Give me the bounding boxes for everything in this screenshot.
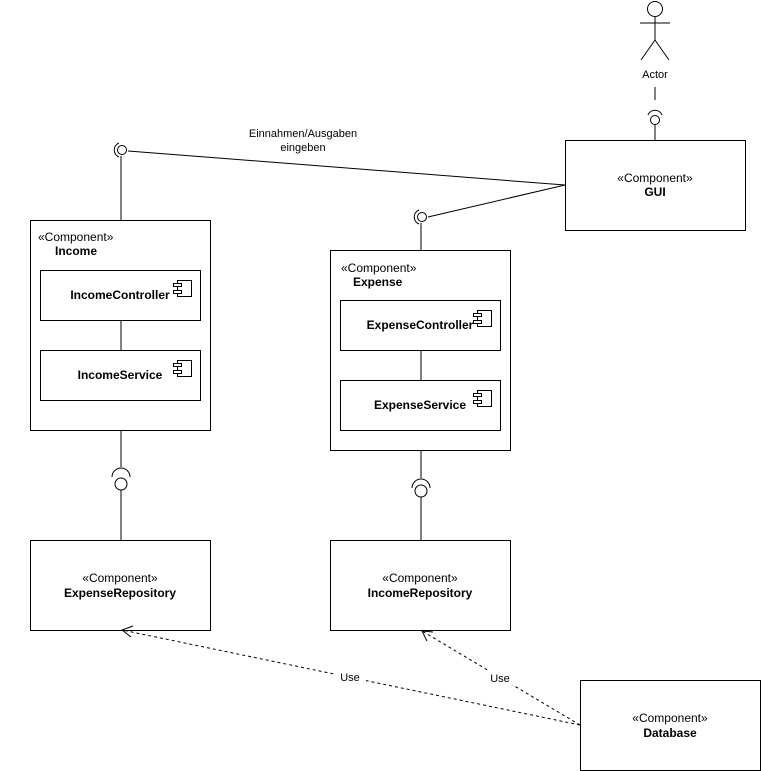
use-dependency-left (120, 625, 581, 726)
expense-repository-name: ExpenseRepository (64, 586, 176, 600)
income-service-component[interactable]: IncomeService (40, 350, 201, 401)
gui-to-income-connector (127, 150, 566, 186)
expense-repository-stereotype: «Component» (82, 571, 158, 585)
income-service-label: IncomeService (78, 368, 163, 382)
database-stereotype: «Component» (632, 711, 708, 725)
income-controller-label: IncomeController (70, 288, 170, 302)
interface-label-line1: Einnahmen/Ausgaben (249, 128, 357, 140)
income-repository-name: IncomeRepository (368, 586, 473, 600)
expense-service-label: ExpenseService (374, 398, 466, 412)
component-icon (173, 360, 192, 377)
expense-stereotype: «Component» (341, 261, 417, 275)
use-label-left: Use (340, 672, 360, 684)
expense-controller-component[interactable]: ExpenseController (340, 300, 501, 351)
component-icon (473, 390, 492, 407)
use-label-right: Use (490, 673, 510, 685)
gui-stereotype: «Component» (617, 171, 693, 185)
income-stereotype: «Component» (38, 230, 114, 244)
interface-label-line2: eingeben (280, 142, 325, 154)
actor-figure[interactable] (640, 1, 670, 61)
database-component[interactable]: «Component» Database (580, 680, 761, 771)
income-repository-interface (111, 431, 131, 540)
gui-to-expense-connector (427, 184, 566, 218)
component-icon (173, 280, 192, 297)
expense-controller-label: ExpenseController (367, 318, 474, 332)
expense-gui-interface (413, 209, 427, 250)
income-name: Income (55, 244, 97, 258)
gui-actor-interface (647, 87, 663, 140)
expense-repository-component[interactable]: «Component» ExpenseRepository (30, 540, 211, 631)
database-name: Database (643, 726, 697, 740)
expense-repository-interface (411, 451, 431, 540)
gui-name: GUI (644, 185, 665, 199)
component-icon (473, 310, 492, 327)
income-gui-interface (113, 142, 127, 220)
gui-component[interactable]: «Component» GUI (565, 140, 746, 231)
actor-label: Actor (642, 69, 668, 81)
expense-service-component[interactable]: ExpenseService (340, 380, 501, 431)
income-controller-component[interactable]: IncomeController (40, 270, 201, 321)
income-repository-stereotype: «Component» (382, 571, 458, 585)
expense-name: Expense (353, 275, 403, 289)
income-repository-component[interactable]: «Component» IncomeRepository (330, 540, 511, 631)
